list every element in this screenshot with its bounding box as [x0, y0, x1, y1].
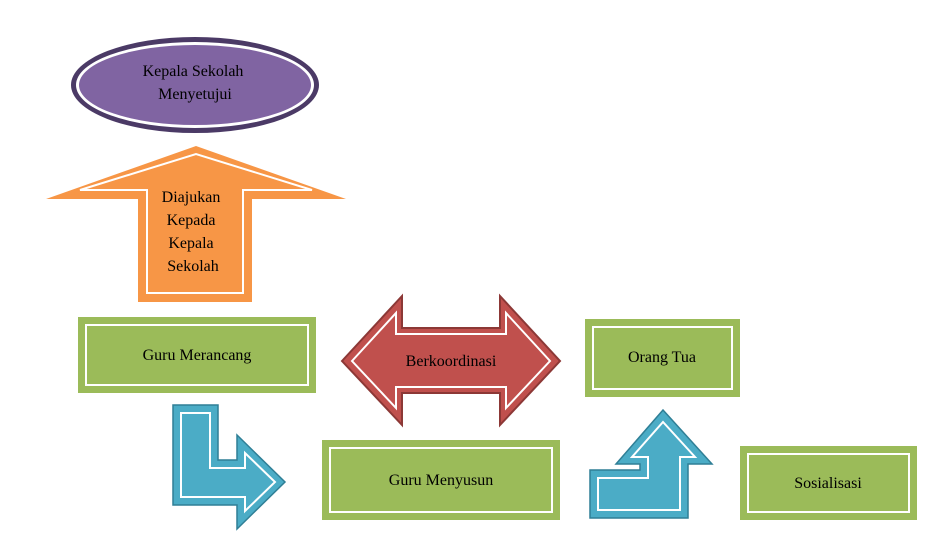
coordinate-double-arrow: Berkoordinasi	[340, 293, 562, 428]
teacher-plans-node: Guru Merancang	[78, 317, 316, 393]
submitted-line-1: Diajukan	[162, 189, 221, 206]
submitted-label: Diajukan Kepada Kepala Sekolah	[162, 189, 225, 275]
socialization-node: Sosialisasi	[740, 446, 917, 520]
submitted-line-3: Kepala	[168, 235, 213, 252]
principal-line-2: Menyetujui	[158, 86, 232, 103]
teacher-plans-label: Guru Merancang	[143, 347, 252, 364]
submitted-up-arrow: Diajukan Kepada Kepala Sekolah	[46, 146, 346, 302]
teacher-compiles-node: Guru Menyusun	[322, 440, 560, 520]
principal-line-1: Kepala Sekolah	[143, 63, 244, 80]
submitted-line-2: Kepada	[167, 212, 216, 229]
principal-approves-node: Kepala Sekolah Menyetujui	[71, 37, 319, 133]
parents-label: Orang Tua	[628, 349, 696, 366]
principal-approves-label: Kepala Sekolah Menyetujui	[143, 63, 248, 103]
bent-arrow-right	[172, 404, 287, 531]
submitted-line-4: Sekolah	[167, 258, 219, 275]
parents-node: Orang Tua	[585, 319, 740, 397]
coordinate-label: Berkoordinasi	[406, 353, 497, 370]
teacher-compiles-label: Guru Menyusun	[389, 472, 493, 489]
socialization-label: Sosialisasi	[794, 475, 862, 492]
bent-arrow-up	[589, 408, 714, 519]
